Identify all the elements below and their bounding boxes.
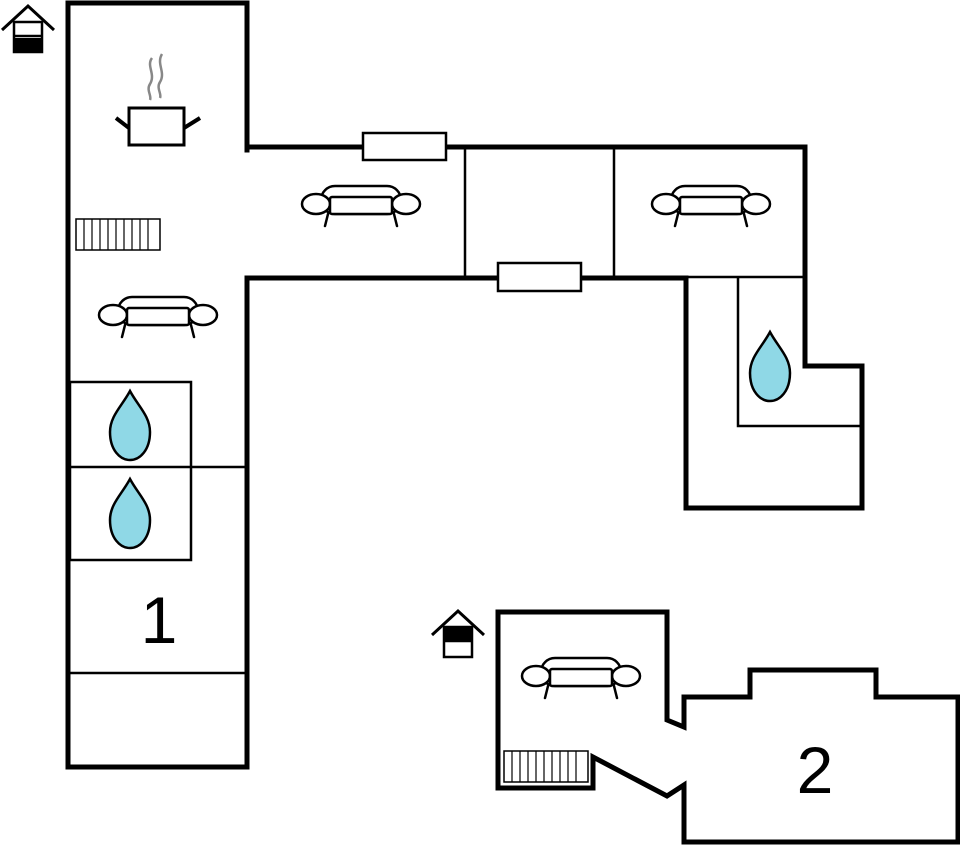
window-icon <box>496 261 583 293</box>
sofa-icon <box>520 656 642 700</box>
sofa-icon <box>650 184 772 228</box>
house-floor-fill <box>14 38 42 52</box>
house-floor-fill <box>444 627 472 641</box>
cooking-pot-icon <box>114 53 202 147</box>
water-drop-icon <box>748 330 792 403</box>
sofa-icon <box>300 184 422 228</box>
floor-1-label: 1 <box>141 583 178 657</box>
window-icon <box>361 131 448 162</box>
floor-2-label: 2 <box>797 733 834 807</box>
radiator-icon <box>503 750 589 783</box>
sofa-icon <box>97 295 219 339</box>
water-drop-icon <box>108 477 152 550</box>
water-drop-icon <box>108 389 152 462</box>
radiator-icon <box>75 218 161 251</box>
floor-1-left-wing <box>65 0 250 770</box>
floor-1-middle-wing <box>244 144 865 511</box>
floor-2-plan <box>495 609 960 845</box>
